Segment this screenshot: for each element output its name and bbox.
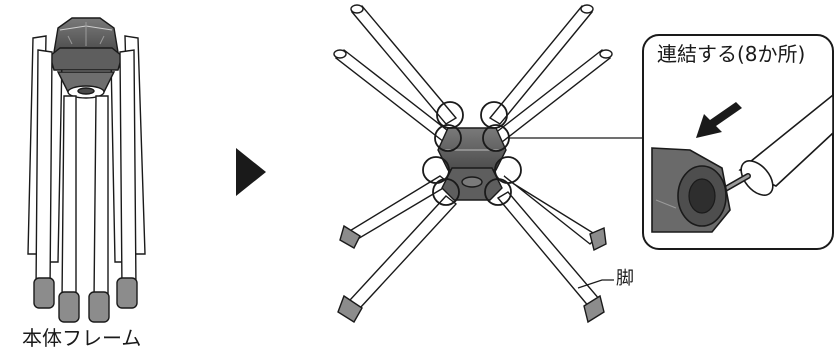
expanded-frame <box>334 5 642 322</box>
callout-box <box>643 35 833 249</box>
folded-frame <box>28 18 145 322</box>
folded-foot-caps <box>34 278 137 322</box>
lower-right-poles <box>498 176 600 308</box>
right-arrow-icon <box>236 148 266 196</box>
upper-right-poles <box>490 5 612 142</box>
callout-title: 連結する(8か所) <box>657 42 805 66</box>
lower-left-poles <box>348 176 456 308</box>
frame-caption: 本体フレーム <box>22 326 141 350</box>
leg-label: 脚 <box>616 268 634 290</box>
